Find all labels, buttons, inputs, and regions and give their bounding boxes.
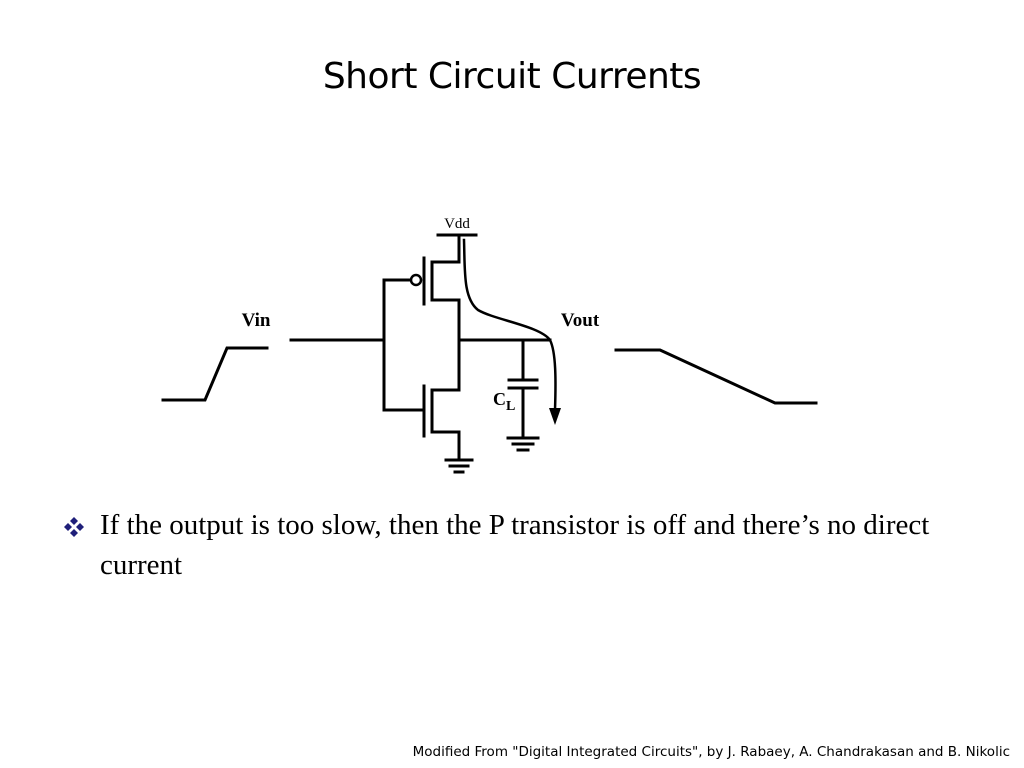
vdd-label: Vdd — [444, 216, 470, 232]
four-diamond-bullet-icon — [64, 517, 84, 537]
bullet-text: If the output is too slow, then the P tr… — [100, 509, 930, 581]
input-waveform — [161, 346, 269, 402]
bullet-item: If the output is too slow, then the P tr… — [62, 505, 962, 585]
footer-credit: Modified From "Digital Integrated Circui… — [412, 744, 1010, 760]
output-waveform — [614, 348, 818, 405]
cmos-inverter-diagram: Vdd Vin Vout CL — [161, 216, 818, 474]
nmos-transistor — [382, 338, 461, 462]
current-path-curve — [462, 238, 557, 412]
load-capacitor — [507, 338, 539, 440]
ground-capacitor-icon — [506, 436, 540, 452]
current-arrow-icon — [549, 408, 561, 425]
slide-title: Short Circuit Currents — [322, 56, 702, 97]
vin-label: Vin — [242, 310, 271, 331]
cap-label: CL — [493, 389, 515, 414]
ground-nmos-icon — [444, 458, 474, 474]
pmos-gate-bubble — [409, 273, 423, 287]
vout-label: Vout — [561, 310, 600, 331]
pmos-transistor — [382, 233, 461, 342]
